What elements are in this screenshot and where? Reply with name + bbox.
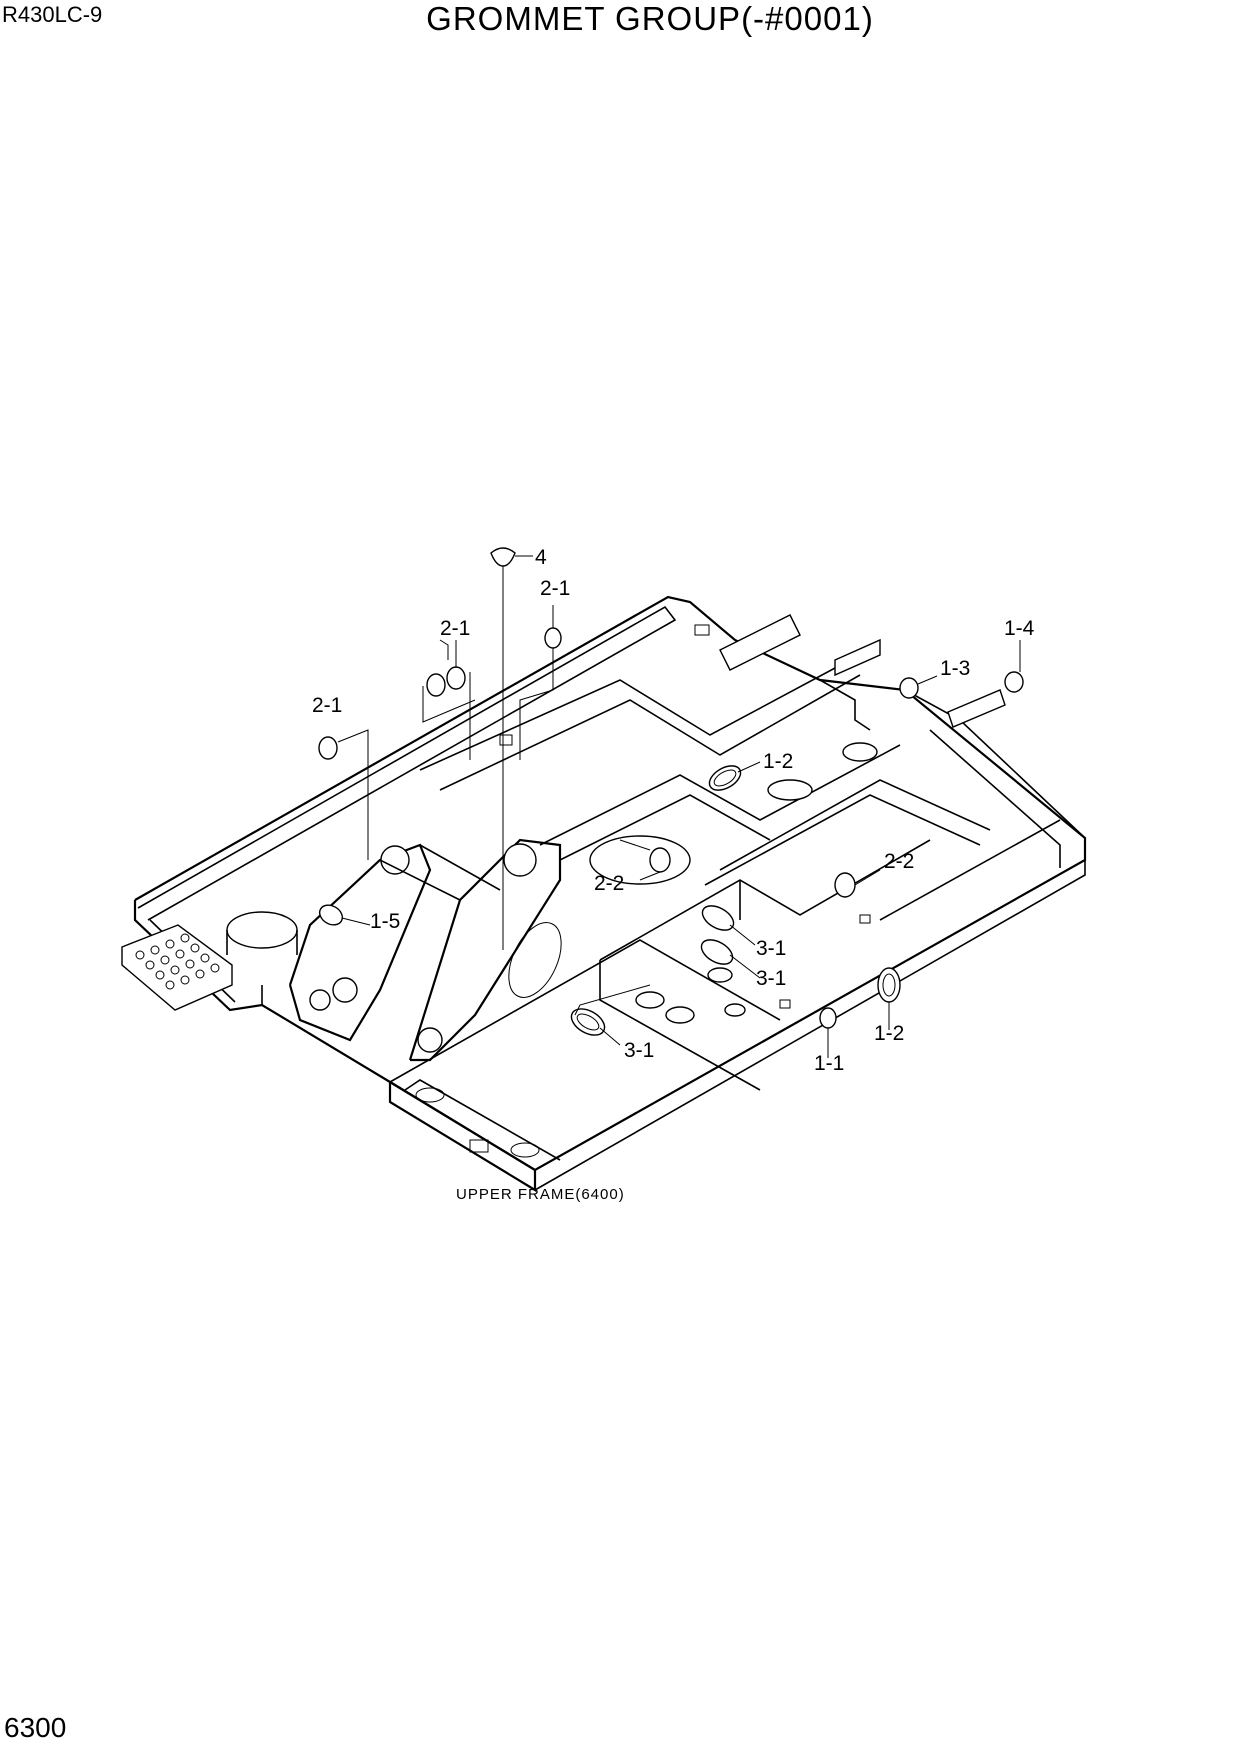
callout-2-2-right: 2-2	[884, 850, 914, 873]
callout-labels: 4 2-1 2-1 2-1 1-4 1-3 1-2 2-2 2-2 1-5 3-…	[312, 546, 1035, 1075]
callout-2-1-left: 2-1	[312, 694, 342, 717]
callout-1-1: 1-1	[814, 1052, 844, 1075]
grommets	[318, 547, 1024, 1036]
callout-1-4: 1-4	[1004, 617, 1035, 640]
callout-3-1-upper: 3-1	[756, 937, 786, 960]
callout-1-2-lower: 1-2	[874, 1022, 904, 1045]
callout-2-2-left: 2-2	[594, 872, 624, 895]
callout-1-3: 1-3	[940, 657, 970, 680]
callout-1-2-upper: 1-2	[763, 750, 793, 773]
leader-lines	[337, 555, 1021, 1058]
callout-2-1-top: 2-1	[540, 577, 570, 600]
callout-3-1-lower: 3-1	[624, 1039, 654, 1062]
callout-2-1-pair: 2-1	[440, 617, 470, 640]
upper-frame	[121, 595, 1087, 1192]
page-title: GROMMET GROUP(-#0001)	[426, 0, 874, 37]
model-name: R430LC-9	[2, 2, 103, 27]
callout-1-5: 1-5	[370, 910, 400, 933]
callout-3-1-middle: 3-1	[756, 967, 786, 990]
reference-label: UPPER FRAME(6400)	[456, 1186, 625, 1203]
callout-4: 4	[535, 546, 547, 569]
page-number: 6300	[4, 1712, 67, 1743]
